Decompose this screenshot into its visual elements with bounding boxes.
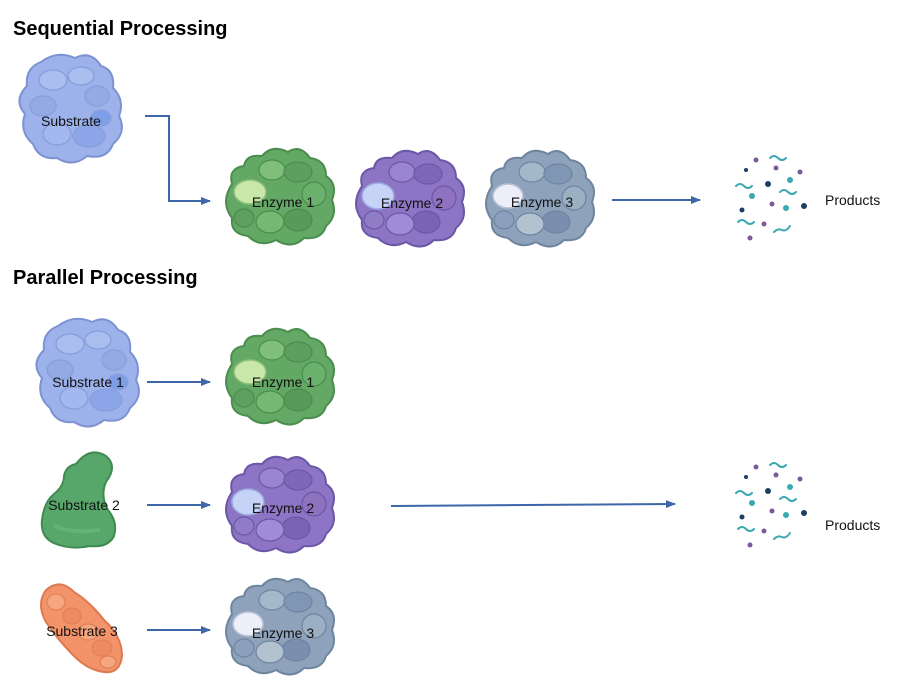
parallel-substrate-3: Substrate 3 (40, 583, 123, 674)
parallel-enzyme-1: Enzyme 1 (225, 327, 335, 426)
sequential-enzyme-3-label: Enzyme 3 (511, 194, 573, 210)
sequential-enzyme-1-label: Enzyme 1 (252, 194, 314, 210)
parallel-substrate-2: Substrate 2 (39, 450, 120, 550)
sequential-substrate-label: Substrate (41, 113, 101, 129)
parallel-heading: Parallel Processing (13, 267, 198, 289)
sequential-enzyme-2-label: Enzyme 2 (381, 195, 443, 211)
parallel-enzyme-3: Enzyme 3 (225, 577, 335, 676)
sequential-substrate: Substrate (18, 53, 123, 164)
parallel-substrate-1-label: Substrate 1 (52, 374, 124, 390)
parallel-substrate-1: Substrate 1 (35, 317, 140, 428)
parallel-arrow-to-products (390, 500, 676, 509)
sequential-products: Products (735, 155, 880, 242)
parallel-enzyme-2: Enzyme 2 (225, 455, 335, 554)
sequential-enzyme-2: Enzyme 2 (355, 149, 465, 248)
sequential-products-label: Products (825, 192, 880, 208)
sequential-enzyme-1: Enzyme 1 (225, 147, 335, 246)
parallel-products: Products (735, 462, 880, 549)
parallel-enzyme-2-label: Enzyme 2 (252, 500, 314, 516)
sequential-heading: Sequential Processing (13, 18, 228, 40)
parallel-products-label: Products (825, 517, 880, 533)
sequential-enzyme-3: Enzyme 3 (485, 149, 595, 248)
sequential-arrow-substrate-to-enzyme (145, 115, 211, 205)
parallel-substrate-2-label: Substrate 2 (48, 497, 120, 513)
parallel-enzyme-1-label: Enzyme 1 (252, 374, 314, 390)
parallel-substrate-3-label: Substrate 3 (46, 623, 118, 639)
parallel-enzyme-3-label: Enzyme 3 (252, 625, 314, 641)
